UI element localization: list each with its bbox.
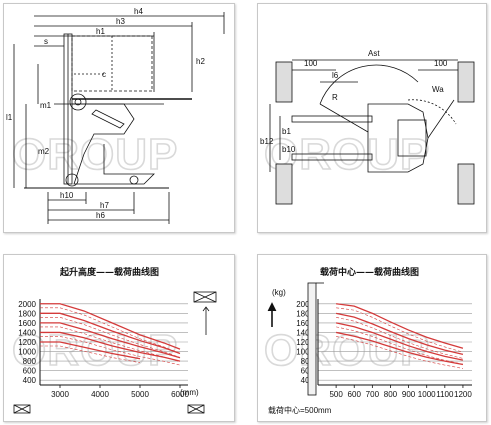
x-tick-label: 700 (366, 390, 380, 399)
label-r: R (332, 93, 338, 102)
series-line-4 (335, 331, 464, 366)
y-tick-label: 1800 (18, 309, 36, 318)
y-tick-label: 1600 (18, 319, 36, 328)
label-h4: h4 (134, 7, 143, 16)
label-h7: h7 (100, 201, 109, 210)
series-line-3-dashed (336, 326, 464, 365)
top-view-drawing: OROUP Ast (260, 49, 475, 205)
x-tick-label: 5000 (131, 390, 149, 399)
load-center-note: 载荷中心=500mm (268, 405, 332, 415)
series-line-2 (335, 312, 464, 356)
series-line-4-dashed (40, 336, 181, 366)
x-tick-label: 600 (348, 390, 362, 399)
y-tick-label: 800 (301, 357, 315, 366)
chart-title: 起升高度——载荷曲线图 (59, 266, 159, 278)
y-tick-label: 600 (301, 367, 315, 376)
y-tick-label: 1000 (296, 348, 314, 357)
top-view-panel: OROUP Ast (257, 3, 487, 233)
x-tick-label: 1200 (454, 390, 472, 399)
fork-mast-icon (307, 282, 317, 396)
series-line-5 (40, 341, 141, 360)
label-h6: h6 (96, 211, 105, 220)
series-line-5-dashed (40, 345, 141, 364)
label-l6: l6 (332, 71, 339, 80)
lift-height-chart: OROUP 起升高度——载荷曲线图 (mm) 20001800160014001… (11, 266, 217, 414)
series-line-2 (40, 312, 181, 355)
label-ast: Ast (368, 49, 380, 58)
label-m1: m1 (40, 101, 52, 110)
y-tick-label: 2000 (296, 300, 314, 309)
label-h2: h2 (196, 57, 205, 66)
label-l1: l1 (6, 113, 13, 122)
y-tick-label: 1000 (18, 348, 36, 357)
x-tick-label: 6000 (171, 390, 189, 399)
y-tick-label: 400 (23, 376, 37, 385)
label-h10: h10 (60, 191, 74, 200)
x-tick-label: 1100 (436, 390, 454, 399)
label-dim-right: 100 (434, 59, 448, 68)
pallet-icon-right (187, 404, 205, 414)
load-center-chart: OROUP 载荷中心——载荷曲线图 (kg) 载荷中心=500mm 200018… (263, 266, 472, 415)
series-line-2-dashed (336, 317, 464, 359)
x-tick-label: 4000 (91, 390, 109, 399)
y-unit-label: (kg) (272, 288, 286, 297)
label-s: s (44, 37, 48, 46)
y-tick-label: 1400 (296, 328, 314, 337)
y-tick-label: 1800 (296, 309, 314, 318)
series-line-1 (336, 303, 464, 349)
series-line-3 (335, 322, 464, 361)
side-view-panel: OROUP (3, 3, 235, 233)
y-tick-label: 400 (301, 376, 315, 385)
pallet-icon-left (13, 404, 31, 414)
x-tick-label: 1000 (418, 390, 436, 399)
label-dim-left: 100 (304, 59, 318, 68)
y-tick-label: 800 (23, 357, 37, 366)
label-h1: h1 (96, 27, 105, 36)
watermark-text: OROUP (264, 326, 430, 375)
x-tick-label: 900 (402, 390, 416, 399)
series-line-3-dashed (40, 326, 181, 363)
series-line-1 (40, 303, 181, 350)
chart-title: 载荷中心——载荷曲线图 (320, 266, 419, 278)
y-tick-label: 1200 (18, 338, 36, 347)
series-line-1-dashed (336, 307, 464, 353)
label-b1: b1 (282, 127, 291, 136)
label-c: c (102, 70, 106, 79)
x-tick-label: 500 (329, 390, 343, 399)
series-line-4-dashed (336, 336, 463, 369)
y-tick-label: 1200 (296, 338, 314, 347)
label-b12: b12 (260, 137, 274, 146)
y-tick-label: 1600 (296, 319, 314, 328)
y-tick-label: 1400 (18, 328, 36, 337)
label-h3: h3 (116, 17, 125, 26)
x-tick-label: 800 (384, 390, 398, 399)
side-view-drawing: OROUP (6, 7, 225, 224)
x-unit-label: (mm) (180, 388, 199, 397)
y-tick-label: 2000 (18, 300, 36, 309)
x-tick-label: 3000 (51, 390, 69, 399)
series-line-2-dashed (40, 317, 181, 358)
series-line-3 (40, 322, 181, 359)
y-tick-label: 600 (23, 367, 37, 376)
label-m2: m2 (38, 147, 50, 156)
watermark-text: OROUP (12, 130, 178, 179)
series-line-4 (40, 331, 181, 362)
label-wa: Wa (432, 85, 444, 94)
pallet-icon (193, 291, 217, 303)
label-b10: b10 (282, 145, 296, 154)
